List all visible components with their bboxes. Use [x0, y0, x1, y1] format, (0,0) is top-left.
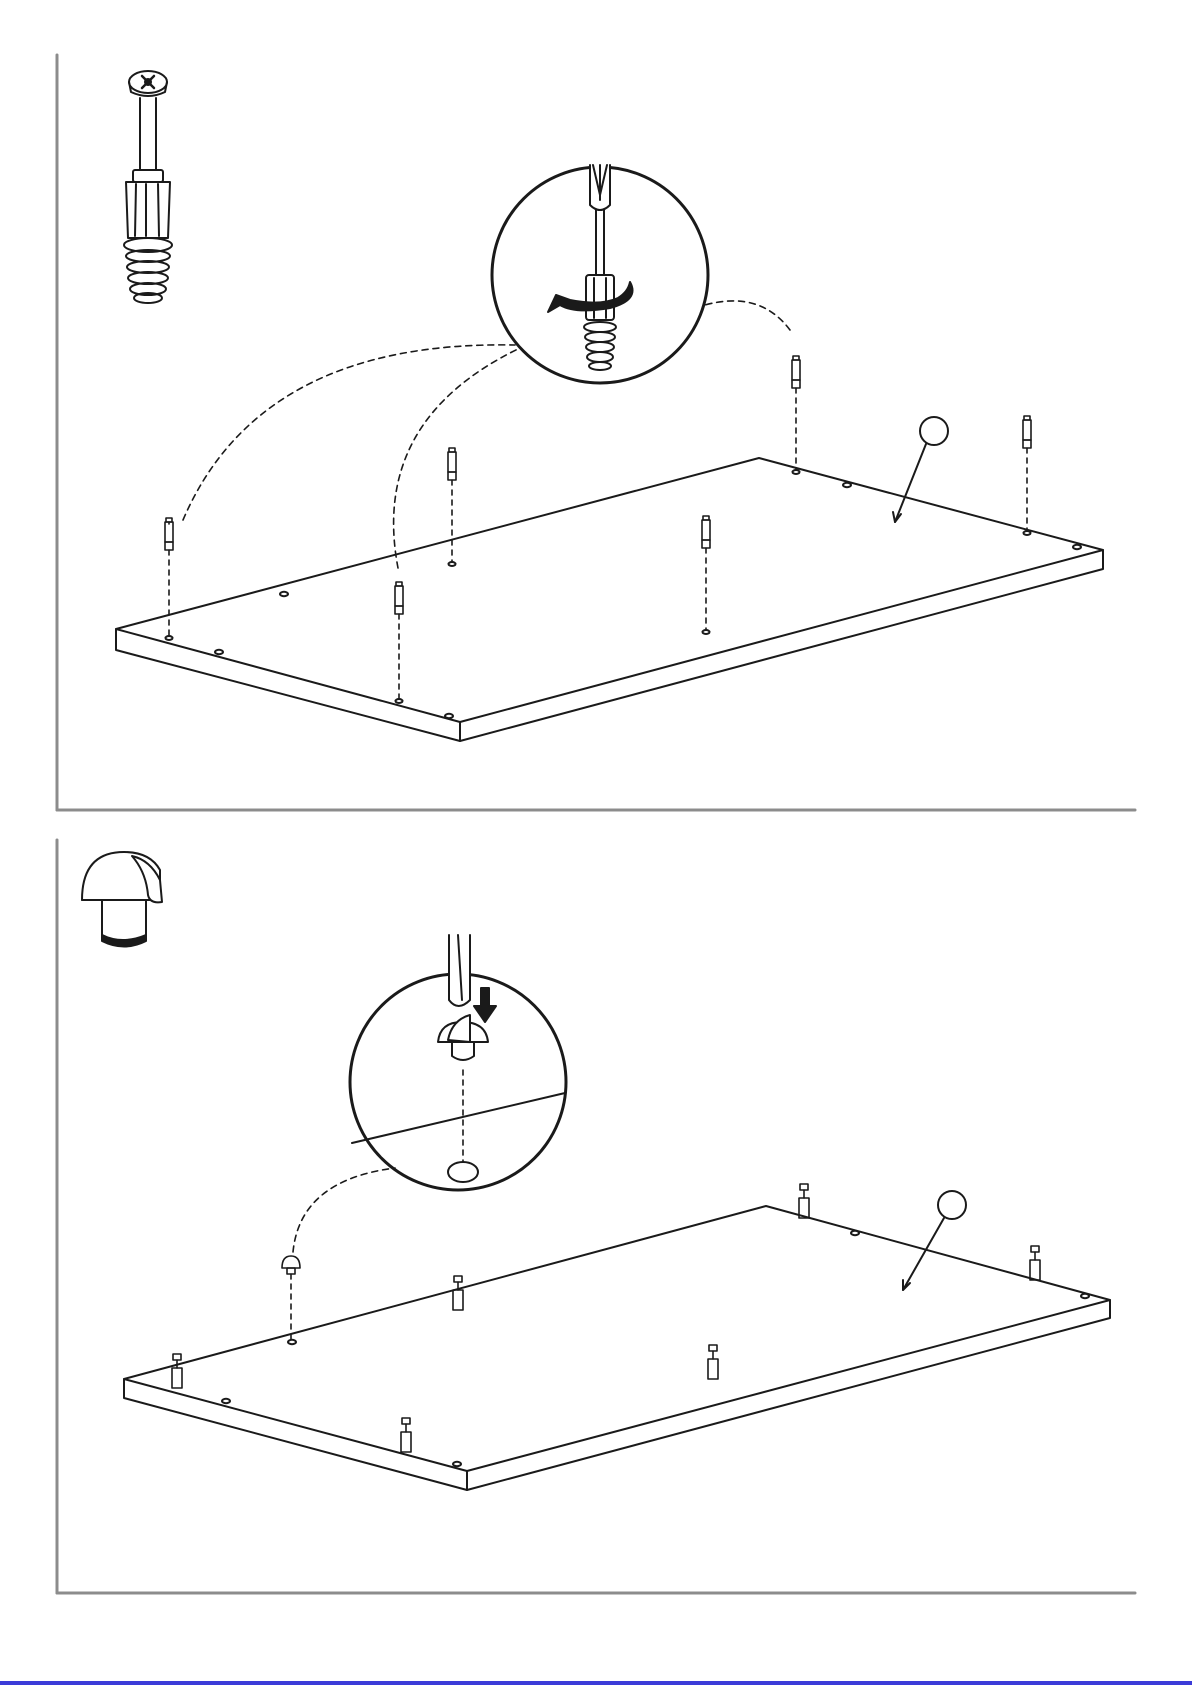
cam-bolt-small — [1023, 416, 1031, 531]
cam-bolt-small — [165, 518, 173, 636]
cam-bolt-small — [799, 1184, 809, 1218]
cam-bolt-small — [708, 1345, 718, 1379]
cam-bolt-small — [401, 1418, 411, 1452]
detail-circle-1 — [492, 165, 708, 383]
cam-bolt-small — [395, 582, 403, 699]
cap-dowel-icon — [82, 852, 162, 947]
detail-connector-2 — [293, 1168, 395, 1252]
cam-bolt-small — [702, 516, 710, 630]
cam-bolt-small — [1030, 1246, 1040, 1280]
page-bottom-rule — [0, 1681, 1192, 1685]
cam-bolt-small — [453, 1276, 463, 1310]
detail-connectors-1 — [183, 301, 790, 568]
cap-dowel-small — [282, 1256, 300, 1340]
step-1-panel — [0, 0, 1192, 820]
detail-circle-2 — [350, 935, 566, 1190]
step-2-illustration — [0, 820, 1192, 1610]
screwdriver-press-icon — [438, 935, 496, 1060]
cam-bolt-small — [792, 356, 800, 470]
cam-bolts-placed — [165, 356, 1031, 699]
part-callout-2 — [903, 1191, 966, 1290]
cam-bolt-small — [448, 448, 456, 562]
cam-bolt-icon — [124, 71, 172, 303]
cam-bolt-small — [172, 1354, 182, 1388]
board-panel-1 — [116, 458, 1103, 741]
board-panel-2 — [124, 1206, 1110, 1490]
step-1-illustration — [0, 0, 1192, 820]
cam-bolts-installed — [172, 1184, 1040, 1452]
step-2-panel — [0, 820, 1192, 1610]
step-2-frame — [57, 840, 1135, 1593]
screwdriver-turn-icon — [548, 165, 633, 370]
